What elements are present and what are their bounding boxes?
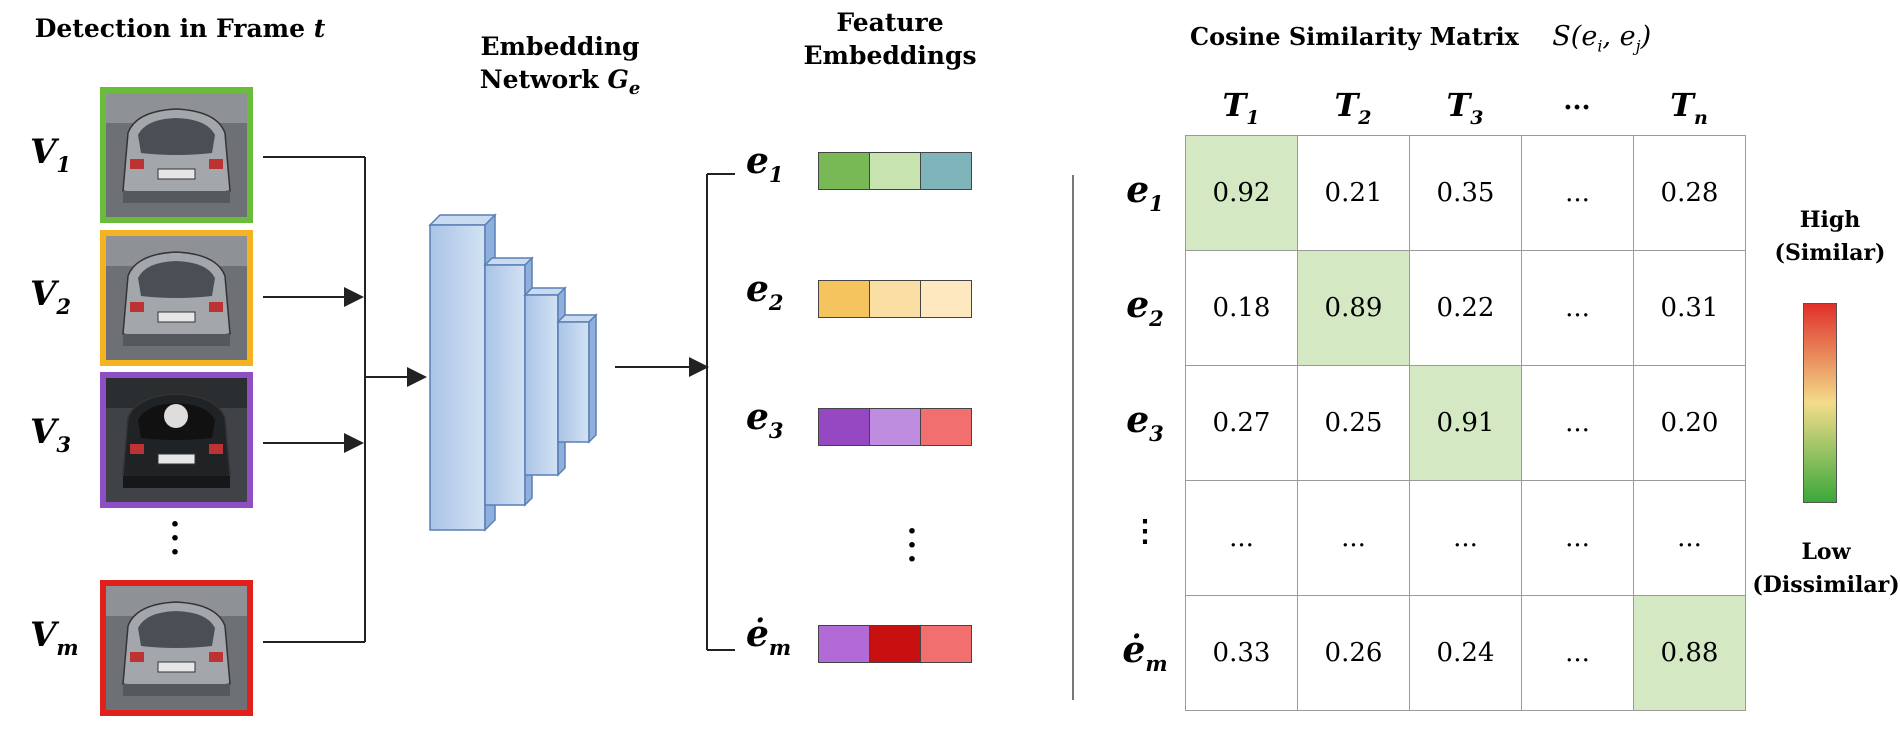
matrix-cell: 0.24 [1409,595,1522,711]
matrix-row-header-2: e2 [1126,284,1164,331]
embedding-3-segment-3 [920,408,972,446]
legend-high-line1: High [1799,207,1861,233]
embedding-label-2: e2 [746,268,784,315]
embedding-4-segment-1 [818,625,870,663]
matrix-cell: ... [1521,135,1634,251]
legend-high-line2: (Similar) [1774,240,1886,266]
matrix-row-header-1: e1 [1126,169,1164,216]
network-layer-4 [556,313,598,444]
embedding-network-diagram [428,213,598,532]
embeddings-title-line2: Embeddings [803,41,977,70]
matrix-title-text: Cosine Similarity Matrix [1190,22,1519,51]
vertical-ellipsis: ··· [169,507,181,570]
matrix-cell: ... [1409,480,1522,596]
matrix-cell: 0.22 [1409,250,1522,366]
car-rear-icon [106,586,247,710]
matrix-cell: ... [1521,365,1634,481]
network-var: G [607,65,629,94]
embedding-ellipsis: ··· [906,514,918,577]
embedding-2-segment-1 [818,280,870,318]
matrix-title: Cosine Similarity Matrix S(ei, ej) [1190,20,1750,62]
vehicle-thumbnail-3 [100,372,253,508]
matrix-cell: 0.92 [1185,135,1298,251]
vehicle-label-3: V3 [30,412,72,457]
matrix-cell: 0.21 [1297,135,1410,251]
matrix-cell: ... [1185,480,1298,596]
embedding-4-segment-2 [869,625,921,663]
vehicle-label-2: V2 [30,274,72,319]
matrix-cell: 0.35 [1409,135,1522,251]
embedding-label-4: ėm [746,613,792,660]
car-rear-icon [106,236,247,360]
matrix-cell: 0.89 [1297,250,1410,366]
matrix-cell: 0.25 [1297,365,1410,481]
matrix-row-header-4: ⋮ [1130,514,1160,549]
embedding-1-segment-2 [869,152,921,190]
legend-gradient-bar [1803,303,1837,503]
vehicle-label-4: Vm [30,615,79,660]
network-title: Embedding Network Ge [440,30,680,105]
formula-i: i [1597,36,1603,56]
formula-j: j [1635,36,1641,56]
car-rear-icon [106,93,247,217]
matrix-cell: ... [1633,480,1746,596]
matrix-column-header-5: Tn [1670,86,1708,129]
embedding-2-segment-3 [920,280,972,318]
legend-low: Low (Dissimilar) [1752,536,1900,602]
matrix-cell: 0.31 [1633,250,1746,366]
network-title-line2: Network [479,65,599,94]
legend-low-line2: (Dissimilar) [1752,572,1900,598]
vehicle-thumbnail-1 [100,87,253,223]
network-var-sub: e [628,78,641,99]
formula-end: ) [1640,21,1652,52]
matrix-cell: 0.28 [1633,135,1746,251]
embedding-3-segment-2 [869,408,921,446]
matrix-column-header-4: ... [1563,86,1591,116]
legend-low-line1: Low [1801,539,1851,565]
embedding-1-segment-3 [920,152,972,190]
matrix-cell: 0.18 [1185,250,1298,366]
embedding-label-3: e3 [746,396,784,443]
network-title-line1: Embedding [480,32,640,61]
detection-title: Detection in Frame t [0,12,360,45]
matrix-row-header-3: e3 [1126,399,1164,446]
matrix-cell: 0.88 [1633,595,1746,711]
vehicle-thumbnail-4 [100,580,253,716]
embeddings-title: Feature Embeddings [790,6,990,72]
matrix-column-header-1: T1 [1222,86,1260,129]
embedding-3-segment-1 [818,408,870,446]
embedding-4-segment-3 [920,625,972,663]
embedding-1-segment-1 [818,152,870,190]
matrix-cell: ... [1521,480,1634,596]
car-rear-icon [106,378,247,502]
frame-variable: t [313,14,326,43]
formula-mid: , e [1602,21,1636,52]
matrix-cell: ... [1521,595,1634,711]
matrix-cell: ... [1521,250,1634,366]
matrix-cell: 0.26 [1297,595,1410,711]
matrix-cell: ... [1297,480,1410,596]
matrix-column-header-3: T3 [1446,86,1484,129]
matrix-row-header-5: ėm [1122,629,1168,676]
embedding-2-segment-2 [869,280,921,318]
legend-high: High (Similar) [1762,204,1898,270]
matrix-column-header-2: T2 [1334,86,1372,129]
detection-title-text: Detection in Frame [34,14,305,43]
matrix-cell: 0.27 [1185,365,1298,481]
embeddings-title-line1: Feature [836,8,944,37]
matrix-cell: 0.33 [1185,595,1298,711]
embedding-label-1: e1 [746,140,784,187]
formula-s: S(e [1552,21,1598,52]
vehicle-label-1: V1 [30,132,72,177]
matrix-cell: 0.20 [1633,365,1746,481]
vehicle-thumbnail-2 [100,230,253,366]
matrix-cell: 0.91 [1409,365,1522,481]
